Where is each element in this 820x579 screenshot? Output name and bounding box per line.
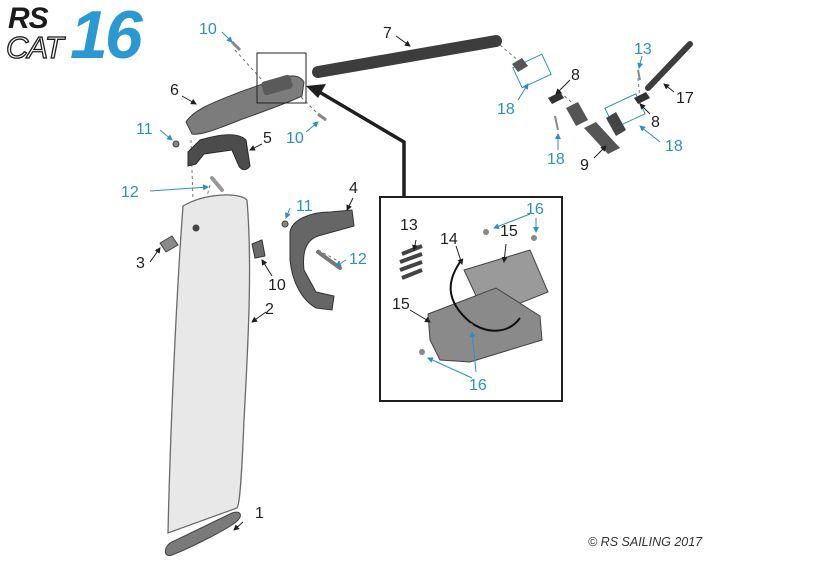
callout-11-left: 11: [136, 121, 153, 138]
callout-13-inset: 13: [400, 217, 418, 234]
callout-4: 4: [349, 180, 358, 197]
blade-tip-cap: [164, 511, 241, 557]
logo-rs-text: RS: [8, 2, 49, 35]
bush-part: [159, 235, 179, 253]
logo-cat-text: CAT: [5, 29, 64, 65]
bolt-11-right: [281, 220, 289, 228]
callout-12-right: 12: [349, 251, 367, 268]
callout-2: 2: [265, 301, 274, 318]
callout-17: 17: [676, 90, 694, 107]
copyright-text: © RS SAILING 2017: [588, 535, 703, 549]
callout-12-left: 12: [121, 184, 139, 201]
tiller-tube: [312, 35, 502, 78]
callout-10-top: 10: [199, 21, 217, 38]
tiller-slot: [261, 74, 293, 96]
callout-8-top: 8: [571, 67, 580, 84]
leader-lines: [149, 31, 675, 531]
callout-9: 9: [580, 157, 589, 174]
detail-pointer-arrowhead: [306, 84, 326, 98]
zoom-highlight-box: [256, 52, 307, 104]
inset-contents: [399, 229, 549, 363]
callout-3: 3: [136, 255, 145, 272]
callout-18-top: 18: [497, 101, 515, 118]
screw-10-top: [230, 40, 242, 52]
upper-bracket: [187, 134, 251, 171]
callout-labels: 1 2 3 4 5 6 7 8 8 9 10 10 10 11 11 12 12…: [121, 21, 694, 522]
callout-6: 6: [170, 82, 179, 99]
callout-10-mid: 10: [286, 130, 304, 147]
wire-14: [449, 261, 521, 332]
blade-pivot-hole: [192, 224, 200, 232]
callout-7: 7: [383, 25, 392, 42]
callout-1: 1: [255, 505, 264, 522]
screw-10-right: [317, 112, 327, 122]
callout-11-right: 11: [296, 198, 313, 215]
callout-18-mid: 18: [547, 151, 565, 168]
callout-13-top: 13: [634, 41, 652, 58]
pin-12: [210, 176, 224, 192]
callout-15-right: 15: [500, 223, 518, 240]
universal-joint-assembly: [512, 41, 693, 154]
detail-pointer-arrow: [315, 88, 406, 197]
callout-5: 5: [263, 130, 272, 147]
callout-16-bottom: 16: [469, 377, 487, 394]
callout-15-left: 15: [392, 296, 410, 313]
callout-16-top: 16: [526, 201, 544, 218]
bolt-11-left: [172, 140, 180, 148]
logo-number: 16: [70, 0, 143, 73]
callout-8-right: 8: [651, 114, 660, 131]
rudder-blade: [167, 194, 251, 534]
callout-14: 14: [440, 231, 458, 248]
callout-10-lower: 10: [268, 277, 286, 294]
gudgeon-bracket: [289, 209, 355, 311]
spring-13: [399, 244, 423, 280]
insert-part: [251, 239, 266, 259]
callout-18-right: 18: [665, 138, 683, 155]
